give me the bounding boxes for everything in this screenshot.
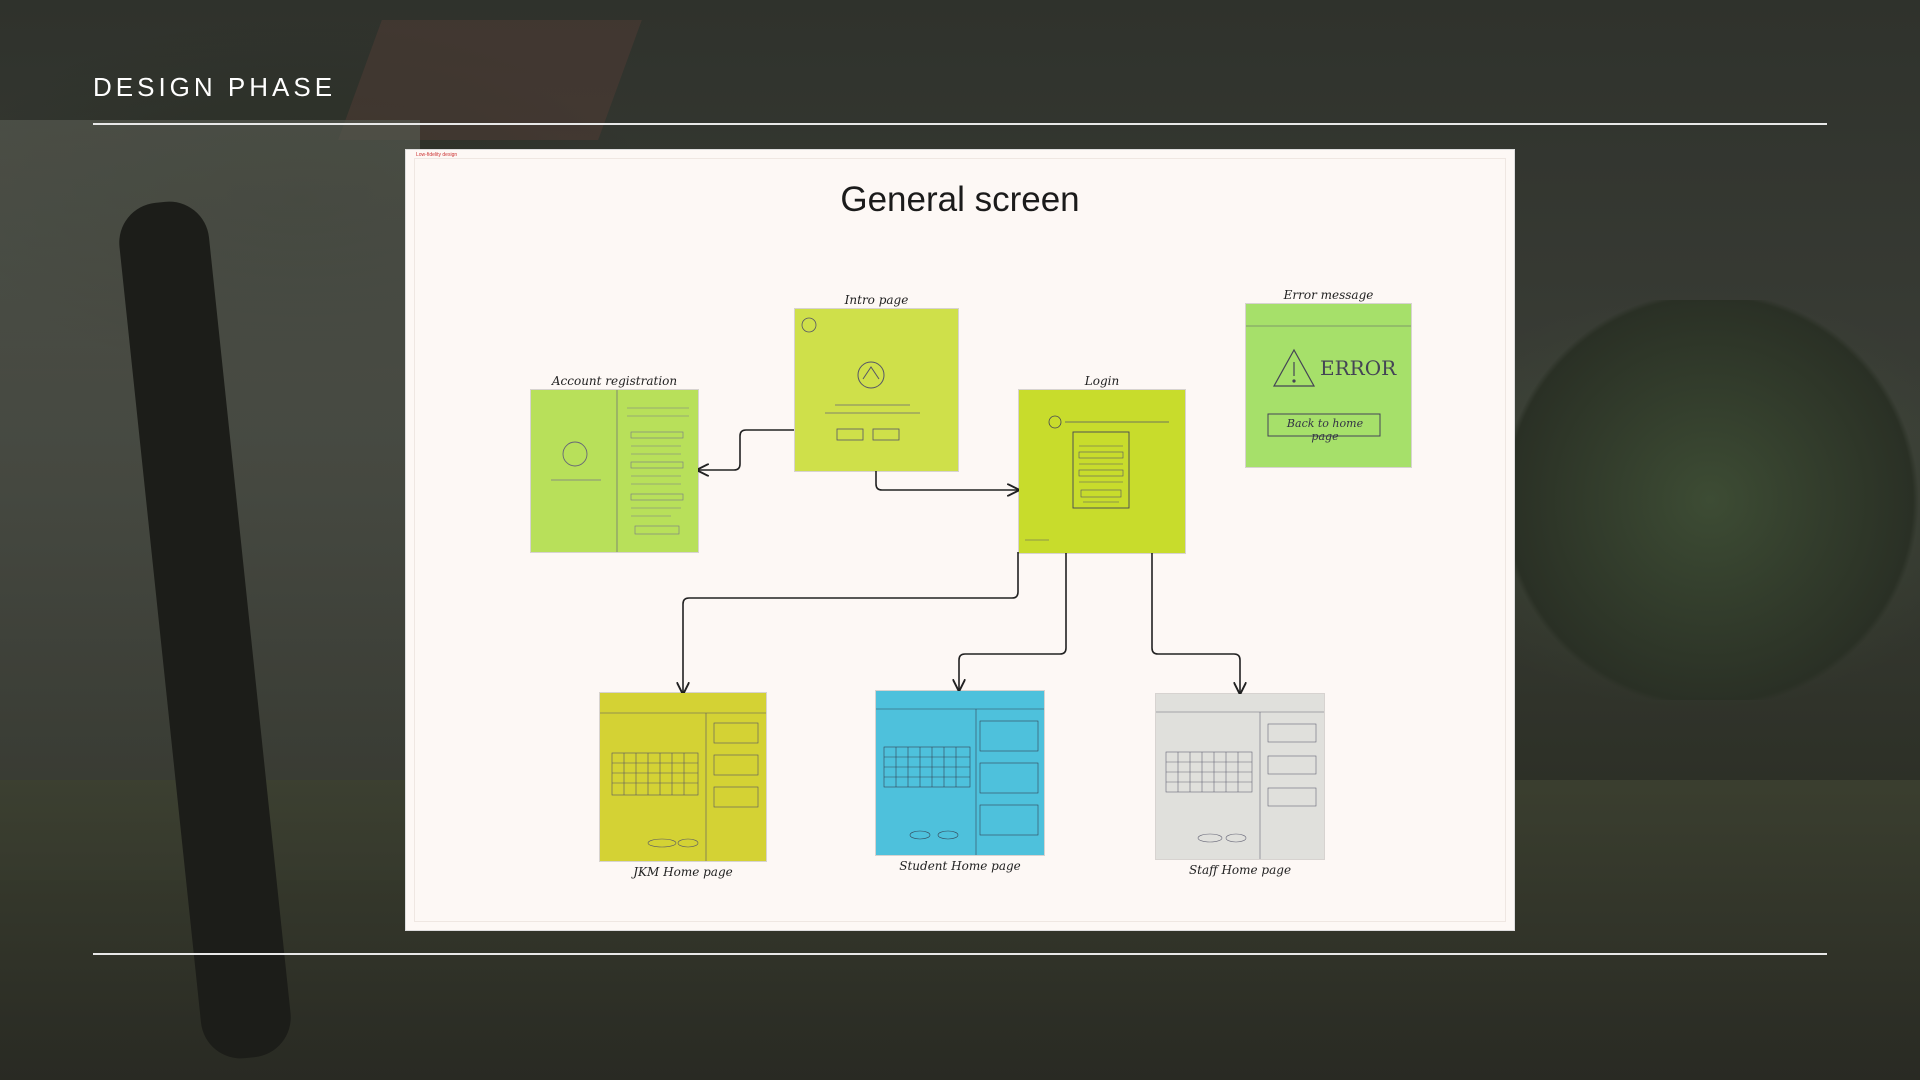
connector-login-to-jkm: [683, 552, 1019, 693]
error-back-button: Back to home page: [1286, 417, 1364, 443]
card-label-jkm: JKM Home page: [633, 865, 733, 879]
intro-sketch-drawing: [801, 317, 920, 441]
card-label-staff: Staff Home page: [1188, 863, 1292, 877]
card-label-error: Error message: [1283, 288, 1374, 302]
flow-connectors: [406, 429, 1514, 930]
account-sketch: [531, 390, 698, 552]
board-frame: [414, 158, 1506, 922]
background-foliage: [1500, 300, 1920, 700]
staff-sketch: [1156, 694, 1324, 859]
login-sketch-drawing: [1025, 415, 1169, 541]
connector-login-to-staff: [1151, 552, 1240, 693]
jkm-sketch: [600, 693, 766, 861]
card-student-home: Student Home page: [875, 690, 1045, 873]
board-tag: Low-fidelity design: [416, 152, 458, 158]
bottom-divider: [93, 953, 1827, 955]
error-sketch-drawing: [1246, 325, 1411, 437]
slide-title: DESIGN PHASE: [93, 72, 337, 102]
diagram-board: Low-fidelity design General screen Intro…: [406, 150, 1514, 930]
student-sketch-drawing: [876, 708, 1044, 855]
account-sketch-drawing: [551, 390, 689, 552]
student-sketch: [876, 691, 1044, 855]
card-error-message: Error message ERROR Back to home page: [1245, 288, 1412, 468]
card-label-login: Login: [1084, 374, 1120, 388]
card-intro-page: Intro page: [794, 293, 959, 472]
login-sketch: [1019, 390, 1185, 553]
connector-intro-to-login: [875, 470, 1018, 490]
error-sketch: ERROR Back to home page: [1246, 304, 1411, 467]
card-account-registration: Account registration: [530, 374, 699, 553]
connector-intro-to-account: [698, 429, 794, 470]
staff-sketch-drawing: [1156, 711, 1324, 859]
card-staff-home: Staff Home page: [1155, 693, 1325, 877]
card-login: Login: [1018, 374, 1186, 554]
error-text: ERROR: [1320, 356, 1397, 380]
top-divider: [93, 123, 1827, 125]
board-heading: General screen: [840, 180, 1080, 219]
card-label-account: Account registration: [551, 374, 678, 388]
card-label-student: Student Home page: [899, 859, 1021, 873]
connector-login-to-student: [959, 552, 1067, 690]
card-label-intro: Intro page: [844, 293, 909, 307]
card-jkm-home: JKM Home page: [599, 692, 767, 879]
jkm-sketch-drawing: [600, 712, 766, 861]
intro-sketch: [795, 309, 958, 471]
